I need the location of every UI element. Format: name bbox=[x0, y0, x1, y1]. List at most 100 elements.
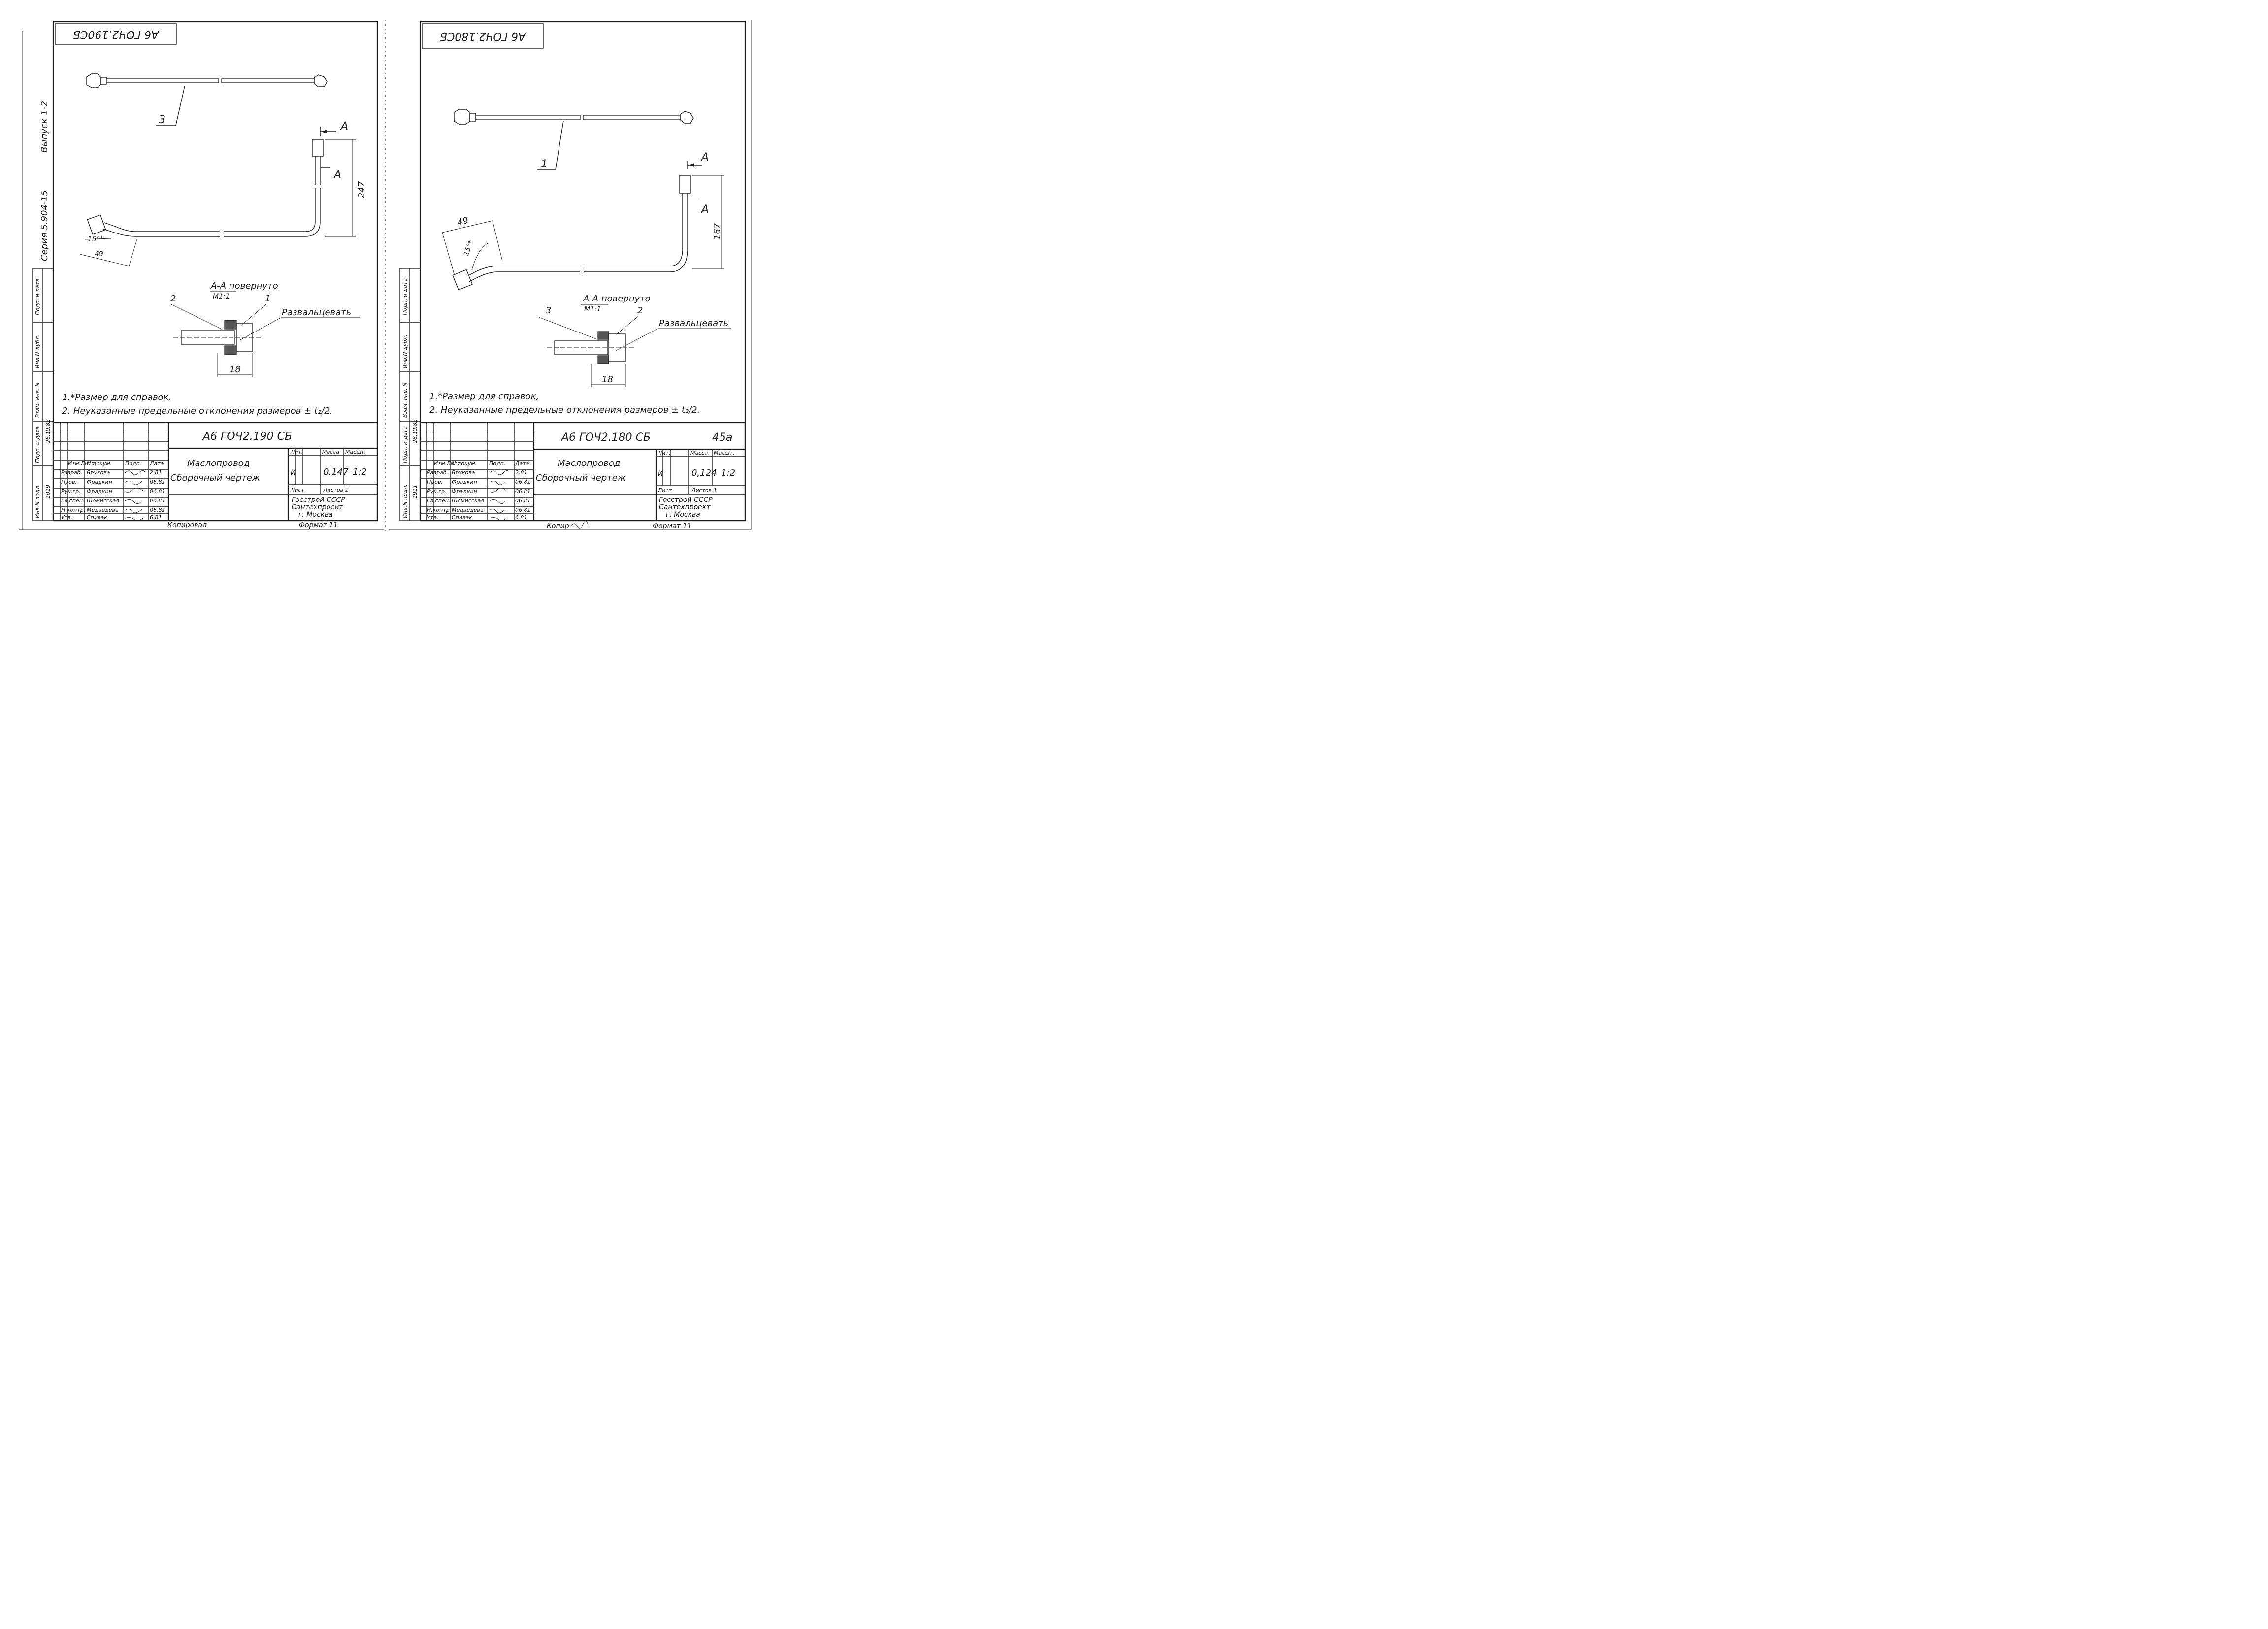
left-section-title: А-А повернуто bbox=[210, 281, 278, 291]
right-copied: Копир. bbox=[547, 522, 571, 530]
right-r6-date: 6.81 bbox=[515, 514, 527, 521]
right-doc-code: А6 ГОЧ2.180 СБ bbox=[560, 432, 651, 444]
left-drawing-frame bbox=[52, 21, 378, 522]
left-margin-date: 26.10.82 bbox=[45, 419, 51, 443]
right-r3-name: Фрадкин bbox=[452, 488, 477, 495]
left-note-2: 2. Неуказанные предельные отклонения раз… bbox=[62, 406, 332, 416]
right-hdr-izm: Изм.Лист bbox=[434, 460, 460, 466]
left-r3-role: Рук.гр. bbox=[61, 488, 81, 495]
right-r6-name: Спивак bbox=[452, 514, 472, 521]
right-section-fitting bbox=[547, 331, 635, 364]
right-r3-date: 06.81 bbox=[515, 488, 531, 495]
left-r2-date: 06.81 bbox=[150, 479, 165, 485]
right-margin-cell-3: Взам. инв. N bbox=[402, 383, 408, 418]
right-page-number: 45а bbox=[712, 432, 732, 444]
left-r3-name: Фрадкин bbox=[87, 488, 112, 495]
left-r6-date: 6.81 bbox=[150, 514, 162, 521]
right-section-title: А-А повернуто bbox=[583, 294, 651, 304]
left-section-mark-bottom: А bbox=[333, 169, 341, 181]
right-bent-nut-icon bbox=[679, 175, 691, 194]
right-margin-strip bbox=[399, 268, 421, 521]
left-signatures bbox=[125, 470, 145, 521]
left-r1-date: 2.81 bbox=[150, 469, 162, 476]
right-r1-date: 2.81 bbox=[515, 469, 527, 476]
left-note-1: 1.*Размер для справок, bbox=[62, 392, 171, 402]
left-elbow-end-icon bbox=[314, 74, 328, 87]
left-dim-49: 49 bbox=[95, 250, 103, 258]
right-margin-cell-5: Инв.N подл. bbox=[402, 484, 408, 518]
left-margin-cell-3: Взам. инв. N bbox=[34, 383, 41, 418]
left-r2-name: Фрадкин bbox=[87, 479, 112, 485]
right-note-1: 1.*Размер для справок, bbox=[429, 391, 539, 401]
left-org-1: Госстрой СССР bbox=[292, 496, 345, 504]
left-r1-name: Брукова bbox=[87, 469, 110, 476]
right-section-scale: М1:1 bbox=[584, 305, 601, 313]
right-drawing-frame bbox=[419, 21, 746, 522]
left-mass-val: 0,147 bbox=[323, 467, 349, 477]
left-r6-role: Утв. bbox=[61, 514, 72, 521]
right-note-2: 2. Неуказанные предельные отклонения раз… bbox=[429, 405, 700, 415]
left-section-callout-1: 1 bbox=[265, 294, 270, 304]
left-r6-name: Спивак bbox=[87, 514, 107, 521]
right-section-mark-top: А bbox=[700, 151, 709, 164]
right-flare-note: Развальцевать bbox=[659, 318, 728, 329]
right-section-mark-bottom: А bbox=[700, 203, 709, 216]
left-lit-head: Лит. bbox=[290, 449, 303, 455]
left-r5-date: 06.81 bbox=[150, 507, 165, 513]
left-dim-247: 247 bbox=[357, 181, 367, 198]
left-bent-nut-icon bbox=[312, 139, 324, 157]
right-sheet-label: Лист bbox=[657, 487, 672, 494]
left-sheets-label: Листов 1 bbox=[323, 487, 349, 493]
right-r3-role: Рук.гр. bbox=[427, 488, 447, 495]
right-margin-cell-4: Подп. и дата bbox=[402, 426, 408, 463]
left-dim-18: 18 bbox=[230, 365, 241, 375]
left-dim-angle: 15°* bbox=[88, 235, 103, 243]
right-r2-name: Фрадкин bbox=[452, 479, 477, 485]
left-flare-note: Развальцевать bbox=[282, 307, 351, 318]
right-margin-cell-2: Инв.N дубл. bbox=[402, 334, 408, 368]
left-section-fitting bbox=[173, 320, 263, 355]
left-org-2: Сантехпроект bbox=[292, 503, 343, 511]
right-scale-head: Масшт. bbox=[714, 450, 734, 456]
left-sheet-label: Лист bbox=[290, 487, 304, 493]
right-r1-role: Разраб. bbox=[427, 469, 448, 476]
right-org-1: Госстрой СССР bbox=[659, 496, 713, 504]
right-r5-role: Н.контр. bbox=[427, 507, 451, 513]
left-margin-cell-5: Инв.N подл. bbox=[34, 484, 41, 518]
left-r4-role: Гл.спец. bbox=[61, 498, 85, 504]
left-scale-val: 1:2 bbox=[353, 467, 367, 477]
left-org-3: г. Москва bbox=[298, 511, 333, 519]
left-title-line1: Маслопровод bbox=[187, 458, 250, 468]
left-straight-pipe bbox=[86, 73, 328, 88]
right-margin-cell-1: Подп. и дата bbox=[402, 278, 408, 315]
right-r2-role: Пров. bbox=[427, 479, 443, 485]
right-org-2: Сантехпроект bbox=[659, 503, 711, 511]
left-section-mark-top: А bbox=[340, 120, 348, 133]
left-margin-cell-2: Инв.N дубл. bbox=[34, 334, 41, 368]
left-doc-code: А6 ГОЧ2.190 СБ bbox=[202, 431, 292, 443]
right-bent-end-nut-icon bbox=[452, 269, 473, 291]
left-r2-role: Пров. bbox=[61, 479, 77, 485]
left-margin-cell-4: Подп. и дата bbox=[34, 426, 41, 463]
right-margin-date: 28.10.82 bbox=[412, 419, 418, 443]
right-signatures bbox=[489, 470, 509, 521]
right-copier-signature bbox=[571, 521, 589, 529]
left-part-callout-3: 3 bbox=[159, 114, 165, 126]
right-margin-inv: 1911 bbox=[412, 485, 418, 499]
left-r5-name: Медведева bbox=[87, 507, 119, 513]
right-format: Формат 11 bbox=[653, 522, 691, 530]
right-title-line1: Маслопровод bbox=[558, 458, 620, 468]
left-lit-val: И bbox=[291, 469, 296, 477]
left-r4-name: Шомисская bbox=[87, 498, 119, 504]
left-section-callout-2: 2 bbox=[170, 294, 176, 304]
right-scale-val: 1:2 bbox=[721, 468, 735, 478]
right-r6-role: Утв. bbox=[427, 514, 438, 521]
left-r5-role: Н.контр. bbox=[61, 507, 85, 513]
left-side-series: Серия 5.904-15 bbox=[39, 190, 50, 261]
left-r3-date: 06.81 bbox=[150, 488, 165, 495]
right-sheets-label: Листов 1 bbox=[691, 487, 717, 494]
left-margin-inv: 1019 bbox=[45, 485, 51, 499]
right-mass-val: 0,124 bbox=[691, 468, 717, 478]
left-top-stamp-box bbox=[55, 23, 177, 45]
right-bent-pipe bbox=[452, 175, 691, 291]
